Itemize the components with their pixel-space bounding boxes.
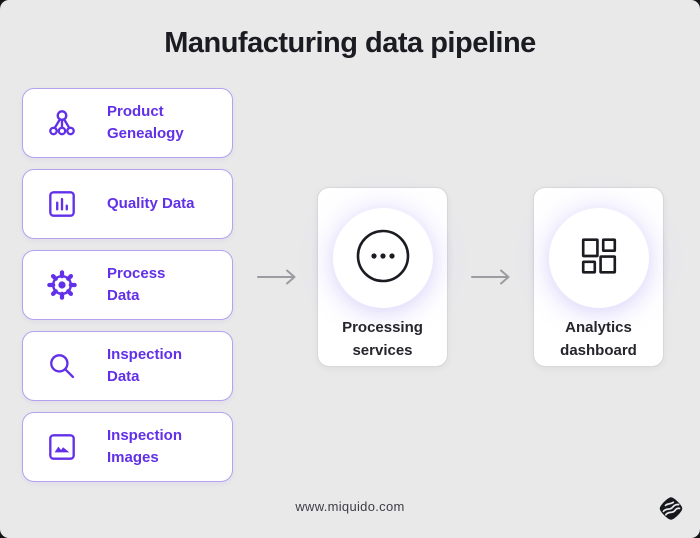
glow-circle bbox=[548, 208, 649, 308]
glow-circle bbox=[332, 208, 433, 308]
dashboard-grid-icon bbox=[579, 236, 619, 281]
source-card-quality-data: Quality Data bbox=[22, 169, 233, 239]
genealogy-tree-icon bbox=[45, 106, 79, 140]
stage-label: Processing services bbox=[342, 319, 423, 359]
ellipsis-circle-icon bbox=[354, 227, 412, 290]
magnifier-icon bbox=[45, 349, 79, 383]
miquido-logo-icon bbox=[658, 495, 684, 522]
source-card-label: Process Data bbox=[107, 265, 166, 304]
source-card-inspection-data: Inspection Data bbox=[22, 331, 233, 401]
source-card-label: Product Genealogy bbox=[107, 103, 184, 142]
bar-chart-icon bbox=[45, 187, 79, 221]
flow-arrow-icon bbox=[469, 266, 513, 293]
flow-arrow-icon bbox=[255, 266, 299, 293]
stage-card-processing-services: Processing services bbox=[317, 187, 448, 367]
page-title: Manufacturing data pipeline bbox=[164, 27, 536, 59]
source-cards-column: Product Genealogy Quality Data bbox=[22, 88, 233, 482]
stage-label: Analytics dashboard bbox=[560, 319, 637, 359]
image-icon bbox=[45, 430, 79, 464]
source-card-label: Quality Data bbox=[107, 195, 195, 213]
stage-card-analytics-dashboard: Analytics dashboard bbox=[533, 187, 664, 367]
footer-url: www.miquido.com bbox=[295, 499, 405, 514]
source-card-inspection-images: Inspection Images bbox=[22, 412, 233, 482]
source-card-label: Inspection Images bbox=[107, 427, 183, 466]
gear-icon bbox=[45, 268, 79, 302]
source-card-product-genealogy: Product Genealogy bbox=[22, 88, 233, 158]
source-card-label: Inspection Data bbox=[107, 346, 183, 385]
source-card-process-data: Process Data bbox=[22, 250, 233, 320]
